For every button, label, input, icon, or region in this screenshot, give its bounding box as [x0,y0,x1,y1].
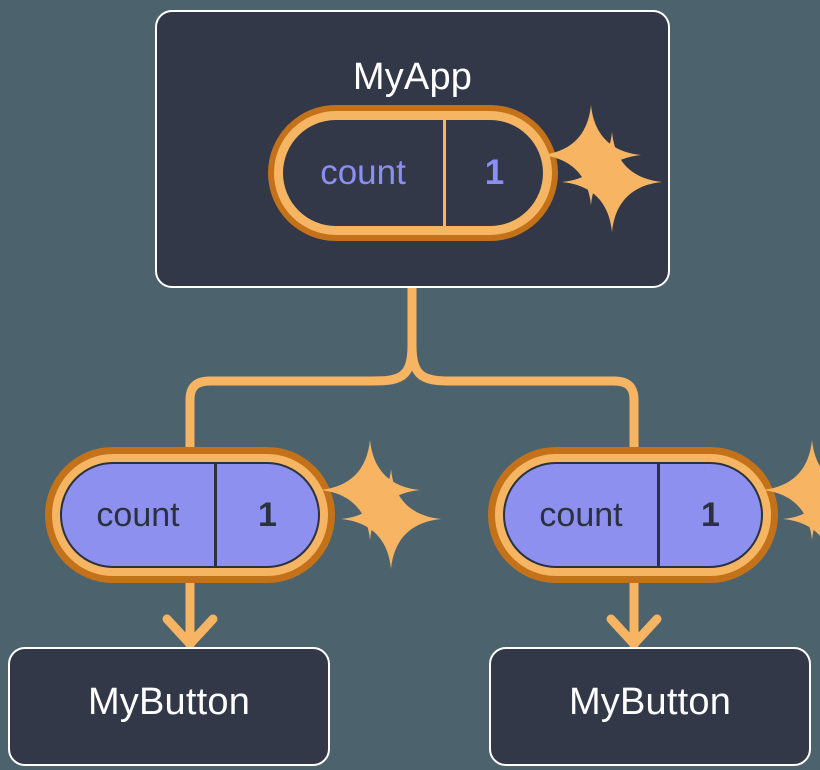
state-key-label: count [320,153,406,192]
state-value-label: 1 [657,464,761,566]
state-value-label: 1 [214,464,318,566]
component-card-mybutton-left[interactable]: MyButton [8,647,330,766]
component-label-myapp: MyApp [352,56,473,98]
state-key-label: count [96,495,180,534]
pill-face: count 1 [283,120,543,226]
arrow-head-left [162,614,218,649]
arrow-head-right [606,614,662,649]
state-pill-child-right[interactable]: count 1 [488,447,778,583]
state-pill-root[interactable]: count 1 [268,105,558,241]
pill-face: count 1 [503,462,763,568]
connector-branch-left [185,340,417,452]
state-key-label: count [539,495,623,534]
component-label-mybutton-left: MyButton [87,681,251,723]
pill-face: count 1 [60,462,320,568]
component-label-mybutton-right: MyButton [568,681,732,723]
state-value-label: 1 [443,120,543,226]
connector-branch-right [407,340,639,452]
component-card-mybutton-right[interactable]: MyButton [489,647,811,766]
state-pill-child-left[interactable]: count 1 [45,447,335,583]
